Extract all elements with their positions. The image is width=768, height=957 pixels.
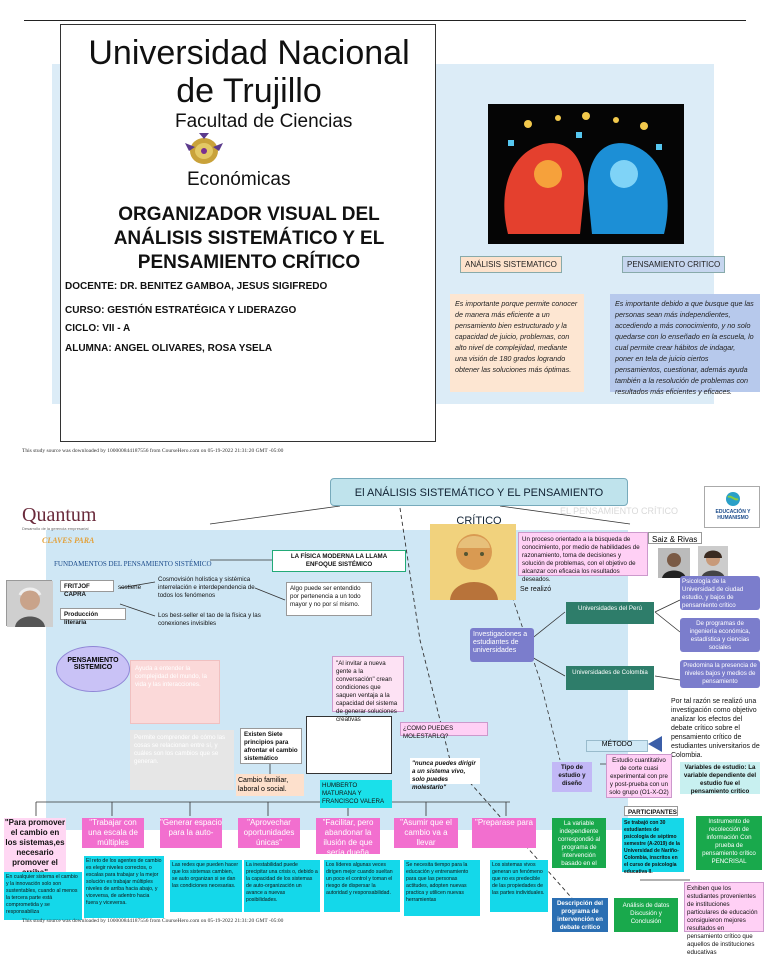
cosmovision: Cosmovisión holística y sistémica interr…	[158, 576, 255, 599]
principio-desc-1: En cualquier sistema el cambio y la inno…	[4, 872, 82, 920]
metodo: MÉTODO	[586, 740, 648, 752]
cover-card: Universidad Nacional de Trujillo Faculta…	[60, 24, 436, 442]
cover-title-line3: PENSAMIENTO CRÍTICO	[137, 252, 361, 273]
res-peru-1: Psicología de la Universidad de ciudad e…	[680, 576, 760, 610]
principio-desc-3: Las redes que pueden hacer que los siste…	[170, 860, 242, 912]
existen-siete: Existen Siete principios para afrontar e…	[240, 728, 302, 764]
principio-1: "Para promover el cambio en los sistemas…	[4, 818, 66, 877]
person-photo-icon	[7, 581, 53, 627]
brain-heads-icon	[504, 112, 668, 234]
map-title: El ANÁLISIS SISTEMÁTICO Y EL PENSAMIENTO…	[330, 478, 628, 527]
docente: DOCENTE: DR. BENITEZ GAMBOA, JESUS SIGIF…	[65, 281, 328, 292]
pensamiento-critico-label: EL PENSAMIENTO CRÍTICO	[560, 506, 679, 516]
principio-desc-2: El reto de los agentes de cambio es eleg…	[84, 856, 164, 918]
cita-conversacion: "Al invitar a nueva gente a la conversac…	[332, 656, 404, 723]
algo-puede: Algo puede ser entendido por pertenencia…	[286, 582, 372, 616]
person-photo-icon	[698, 546, 728, 578]
tipo-estudio: Tipo de estudio y diseño	[552, 762, 592, 792]
instrumento: Instrumento de recolección de informació…	[696, 816, 762, 870]
principio-5: "Facilitar, pero abandonar la ilusión de…	[316, 818, 380, 857]
para-pensamiento: Es importante debido a que busque que la…	[610, 294, 760, 396]
top-rule	[24, 20, 746, 21]
alumna: ALUMNA: ANGEL OLIVARES, ROSA YSELA	[65, 343, 273, 354]
res-colombia: Predomina la presencia de niveles bajos …	[680, 660, 760, 688]
university-name-line1: Universidad Nacional	[88, 34, 410, 72]
univ-colombia: Universidades de Colombia	[566, 666, 654, 690]
brain-illustration	[488, 104, 684, 244]
tag-pensamiento: PENSAMIENTO CRITICO	[622, 256, 726, 273]
footer-1: This study source was downloaded by 1000…	[22, 448, 284, 454]
por-tal-razon: Por tal razón se realizó una investigaci…	[668, 694, 764, 764]
como-molestarlo: ¿COMO PUEDES MOLESTARLO?	[400, 722, 488, 740]
quantum-logo: Quantum	[22, 504, 97, 526]
principio-7: "Preparase para	[472, 818, 536, 848]
quantum-subtitle: Desarrollo de la gerencia empresarial	[22, 526, 89, 531]
ayuda-entender: Ayuda a entender la complejidad del mund…	[130, 660, 220, 724]
principio-desc-5: Los líderes algunas veces dirigen mejor …	[324, 860, 400, 912]
principio-desc-4: La inestabilidad puede precipitar una cr…	[244, 860, 320, 912]
best-seller: Los best-seller el tao de la física y la…	[158, 612, 261, 627]
principio-6: "Asumir que el cambio va a llevar	[394, 818, 458, 848]
univ-peru: Universidades del Perú	[566, 602, 654, 624]
principio-desc-7: Los sistemas vivos generan un fenómeno q…	[490, 860, 548, 912]
thinker-icon	[430, 524, 516, 600]
permite-comprender: Permite comprender de cómo las cosas se …	[130, 730, 234, 790]
principio-4: "Aprovechar oportunidades únicas"	[238, 818, 300, 848]
variable-independiente: La variable independiente correspondió a…	[552, 818, 606, 875]
humberto-maturana: HUMBERTO MATURANA Y FRANCISCO VALERA	[320, 780, 392, 808]
cambio-familiar: Cambio familiar, laboral o social.	[236, 774, 304, 796]
descripcion-programa: Descripción del programa de intervención…	[552, 898, 608, 932]
principio-desc-6: Se necesita tiempo para la educación y e…	[404, 860, 480, 916]
estudio-cuantitativo: Estudio cuantitativo de corte cuasi expe…	[606, 754, 672, 798]
participantes: PARTICIPANTES	[624, 806, 678, 816]
produccion-literaria: Producción literaria	[60, 608, 126, 626]
university-name-line2: de Trujillo	[176, 72, 322, 110]
para-analisis: Es importante porque permite conocer de …	[450, 294, 584, 392]
fundamentos-title: FUNDAMENTOS DEL PENSAMIENTO SISTÉMICO	[54, 560, 212, 568]
person-photo-icon	[658, 548, 690, 578]
nunca-dirigir: "nunca puedes dirigir a un sistema vivo,…	[410, 758, 480, 791]
educacion-logo: EDUCACIÓN Y HUMANISMO	[704, 486, 760, 528]
exhiben: Exhiben que los estudiantes provenientes…	[684, 882, 764, 956]
fisica-moderna: LA FÍSICA MODERNA LA LLAMA ENFOQUE SISTÉ…	[272, 550, 406, 572]
empty-box	[306, 716, 392, 774]
ciclo: CICLO: VII - A	[65, 323, 131, 334]
pensamiento-sistemico: PENSAMIENTO SISTEMICO	[56, 646, 130, 692]
curso: CURSO: GESTIÓN ESTRATÉGICA Y LIDERAZGO	[65, 305, 297, 316]
proceso-orientado: Un proceso orientado a la búsqueda de co…	[518, 532, 648, 583]
university-emblem-icon	[185, 133, 223, 164]
principio-3: "Generar espacio para la auto-	[160, 818, 222, 848]
capra-photo	[6, 580, 53, 627]
principio-2: "Trabajar con una escala de múltiples	[82, 818, 144, 848]
saiz-photo	[658, 548, 690, 578]
footer-2: This study source was downloaded by 1000…	[22, 918, 284, 924]
capra-box: FRITJOF CAPRA	[60, 580, 114, 598]
claves-para: CLAVES PARA	[42, 536, 95, 545]
variables-estudio: Variables de estudio: La variable depend…	[680, 762, 760, 795]
faculty-line2: Económicas	[187, 169, 291, 190]
se-realizo: Se realizó	[520, 586, 552, 593]
thinker-image	[430, 524, 516, 600]
cover-title-line1: ORGANIZADOR VISUAL DEL	[118, 204, 380, 225]
res-peru-2: De programas de ingeniería económica, es…	[680, 618, 760, 652]
tag-analisis: ANÁLISIS SISTEMATICO	[460, 256, 562, 273]
globe-icon	[726, 492, 740, 506]
faculty-line1: Facultad de Ciencias	[175, 111, 353, 132]
educacion-text: EDUCACIÓN Y HUMANISMO	[715, 509, 751, 521]
analisis-datos: Análisis de datos Discusión y Conclusión	[614, 898, 678, 932]
participantes-desc: Se trabajó con 30 estudiantes de psicolo…	[622, 818, 684, 875]
rivas-photo	[698, 546, 728, 578]
investigaciones: Investigaciones a estudiantes de univers…	[470, 628, 534, 662]
cover-title-line2: ANÁLISIS SISTEMÁTICO Y EL	[113, 228, 385, 249]
sostiene: sostiene	[118, 584, 142, 591]
saiz-rivas: Saiz & Rivas	[648, 532, 702, 544]
